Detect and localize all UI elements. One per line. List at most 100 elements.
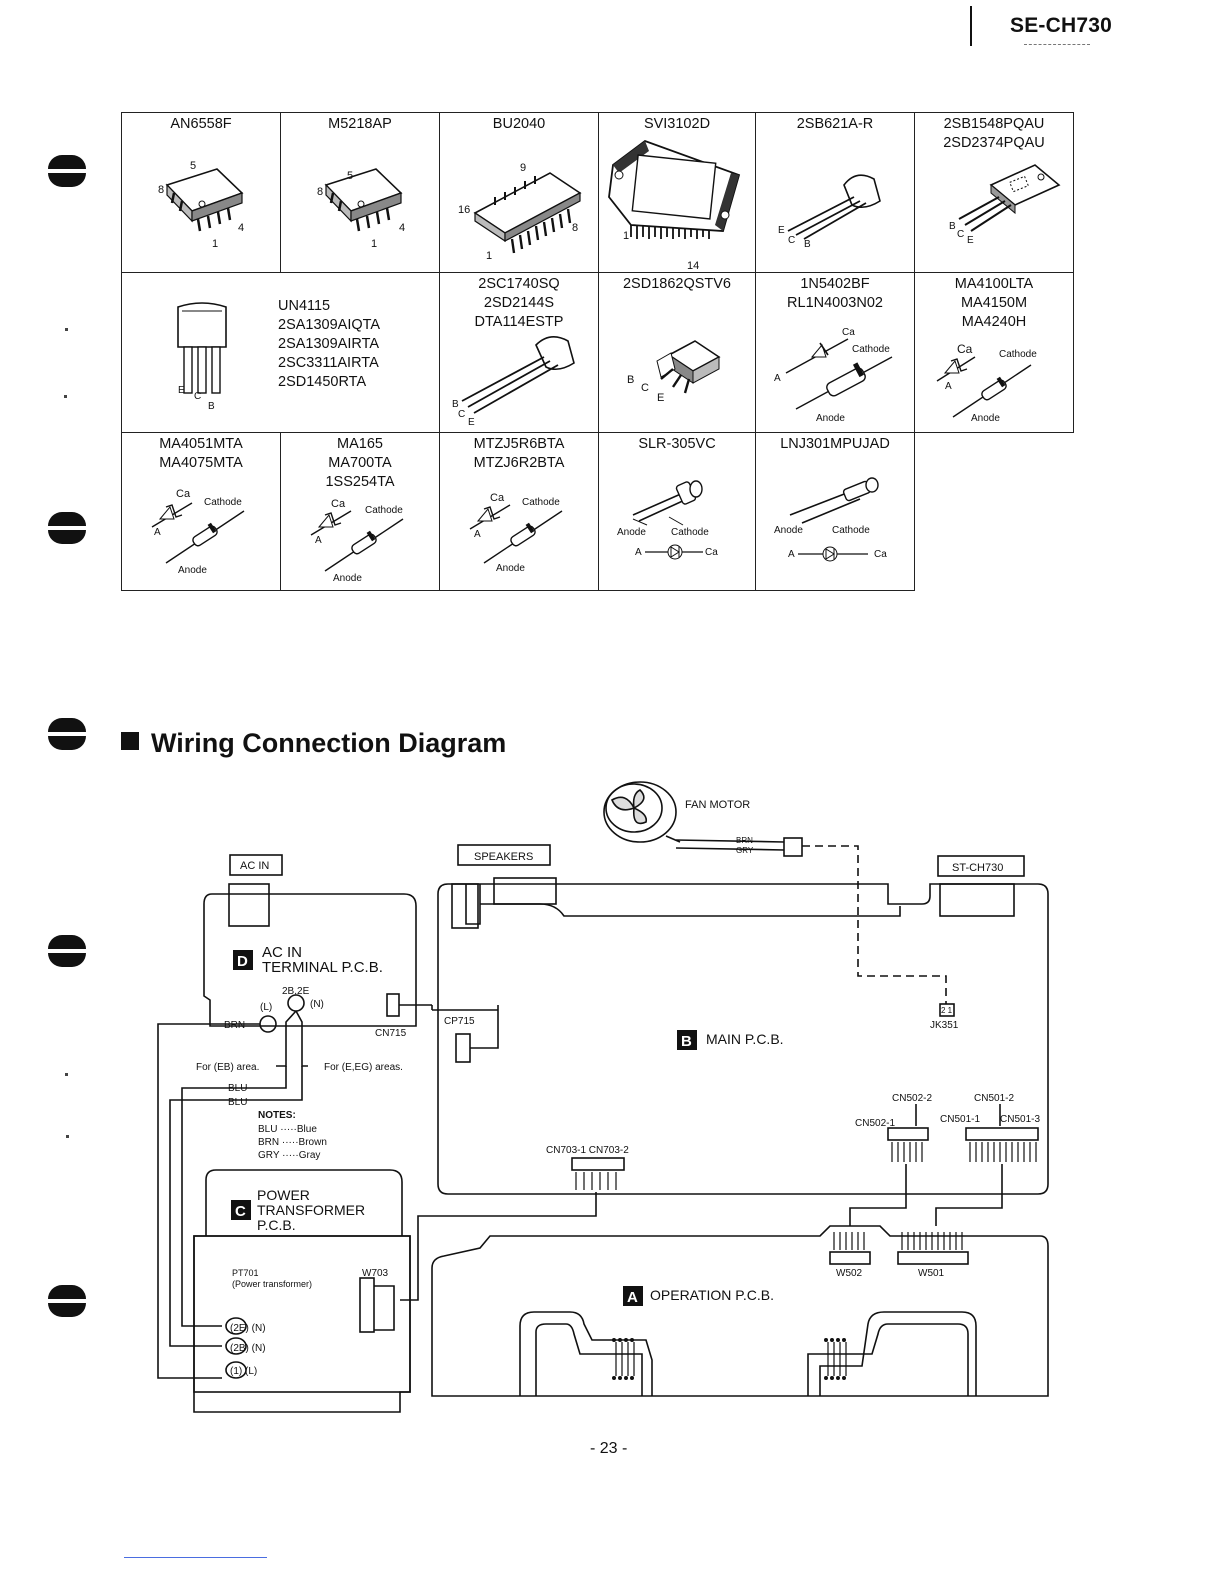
svg-text:E: E: [657, 392, 664, 404]
svg-text:Cathode: Cathode: [522, 497, 560, 508]
binder-hole-icon: [48, 1285, 86, 1319]
svg-text:C: C: [458, 409, 465, 420]
svg-text:C: C: [957, 229, 964, 240]
svg-text:OPERATION P.C.B.: OPERATION P.C.B.: [650, 1287, 774, 1303]
led-icon: Anode Cathode A Ca: [617, 480, 718, 560]
scan-dot: [65, 1073, 68, 1076]
part-cell-2sd1862: 2SD1862QSTV6 B C E: [598, 272, 756, 433]
to92-transistor-icon: E C B: [778, 174, 881, 250]
scan-dot: [66, 1135, 69, 1138]
svg-text:BRN ·····Brown: BRN ·····Brown: [258, 1137, 327, 1148]
svg-text:2B,2E: 2B,2E: [282, 986, 310, 997]
svg-text:(1) (L): (1) (L): [230, 1366, 257, 1377]
svg-text:TERMINAL P.C.B.: TERMINAL P.C.B.: [262, 959, 383, 976]
svg-text:1: 1: [371, 238, 377, 250]
svg-text:AC IN: AC IN: [240, 860, 269, 872]
svg-text:ST-CH730: ST-CH730: [952, 862, 1003, 874]
to92-transistor-icon: B C E: [452, 336, 575, 428]
footer-rule: [124, 1557, 267, 1558]
part-names: 2SD1862QSTV6: [622, 276, 731, 292]
svg-text:Anode: Anode: [178, 565, 207, 576]
svg-text:1: 1: [212, 238, 218, 250]
header-divider: [970, 6, 972, 46]
svg-text:9: 9: [520, 162, 526, 174]
svg-text:W502: W502: [836, 1268, 863, 1279]
svg-text:8: 8: [158, 184, 164, 196]
svg-text:E: E: [778, 225, 785, 236]
svg-text:B: B: [208, 401, 215, 412]
svg-text:C: C: [235, 1203, 246, 1220]
svg-text:For (EB) area.: For (EB) area.: [196, 1062, 259, 1073]
svg-text:NOTES:: NOTES:: [258, 1110, 296, 1121]
svg-text:POWER: POWER: [257, 1187, 310, 1203]
binder-hole-icon: [48, 935, 86, 969]
svg-text:P.C.B.: P.C.B.: [257, 1217, 296, 1233]
svg-text:MAIN P.C.B.: MAIN P.C.B.: [706, 1031, 784, 1047]
svg-text:CN703-1 CN703-2: CN703-1 CN703-2: [546, 1145, 629, 1156]
section-title: Wiring Connection Diagram: [121, 728, 506, 759]
svg-text:Anode: Anode: [971, 413, 1000, 424]
part-names: 2SB621A-R: [796, 116, 874, 132]
svg-text:1: 1: [486, 250, 492, 262]
svg-text:A: A: [627, 1289, 638, 1306]
model-number: SE-CH730: [1010, 14, 1112, 37]
svg-text:B: B: [804, 239, 811, 250]
binder-hole-icon: [48, 155, 86, 189]
svg-text:BLU: BLU: [228, 1083, 247, 1094]
binder-hole-icon: [48, 718, 86, 752]
svg-text:Ca: Ca: [842, 327, 855, 338]
fan-motor-icon: [603, 781, 681, 843]
svg-text:Cathode: Cathode: [671, 527, 709, 538]
svg-text:Anode: Anode: [774, 525, 803, 536]
header-rule: [1024, 44, 1090, 46]
svg-text:A: A: [774, 373, 781, 384]
svg-text:CN715: CN715: [375, 1028, 407, 1039]
svg-text:Ca: Ca: [957, 342, 973, 356]
svg-text:Ca: Ca: [705, 547, 718, 558]
dip8-ic-icon: 5 8 4 1: [317, 168, 405, 250]
part-cell-2sb621a-r: 2SB621A-R E C B: [755, 112, 915, 273]
page-number: - 23 -: [590, 1440, 628, 1457]
power-module-icon: 1 14: [608, 139, 741, 272]
svg-text:GRY: GRY: [736, 846, 754, 855]
zener-diode-icon: Ca Cathode A Anode: [469, 492, 563, 574]
scan-dot: [64, 395, 67, 398]
svg-text:FAN MOTOR: FAN MOTOR: [685, 799, 750, 811]
svg-text:5: 5: [347, 170, 353, 182]
svg-text:A: A: [474, 529, 481, 540]
binder-hole-icon: [48, 512, 86, 546]
part-cell-an6558f: AN6558F 5 8 4 1: [121, 112, 281, 273]
svg-text:E: E: [967, 235, 974, 246]
svg-text:For (E,EG) areas.: For (E,EG) areas.: [324, 1062, 403, 1073]
svg-text:Anode: Anode: [816, 413, 845, 424]
svg-text:Cathode: Cathode: [365, 505, 403, 516]
svg-text:4: 4: [238, 222, 244, 234]
part-names: AN6558F: [170, 116, 232, 132]
power-transistor-icon: B C E: [627, 340, 721, 404]
svg-text:1: 1: [623, 230, 629, 242]
rectifier-diode-icon: Ca Cathode A Anode: [774, 327, 893, 424]
svg-text:Anode: Anode: [617, 527, 646, 538]
svg-text:Ca: Ca: [874, 549, 887, 560]
svg-text:(2B) (N): (2B) (N): [230, 1343, 266, 1354]
zener-diode-icon: Ca Cathode A Anode: [936, 342, 1037, 424]
svg-text:(2E) (N): (2E) (N): [230, 1323, 266, 1334]
part-names: SLR-305VC: [638, 436, 716, 452]
part-names: BU2040: [492, 116, 546, 132]
svg-text:B: B: [452, 399, 459, 410]
svg-text:Cathode: Cathode: [852, 344, 890, 355]
zener-diode-icon: Ca Cathode A Anode: [151, 488, 245, 576]
part-names: M5218AP: [328, 116, 392, 132]
svg-text:CP715: CP715: [444, 1016, 475, 1027]
svg-text:C: C: [788, 235, 795, 246]
part-cell-lnj301mpujad: LNJ301MPUJAD Anode Cathode A Ca: [755, 432, 915, 591]
svg-text:BRN: BRN: [224, 1020, 245, 1031]
svg-text:BLU: BLU: [228, 1097, 247, 1108]
svg-text:Ca: Ca: [490, 492, 505, 504]
svg-text:CN501-3: CN501-3: [1000, 1114, 1040, 1125]
